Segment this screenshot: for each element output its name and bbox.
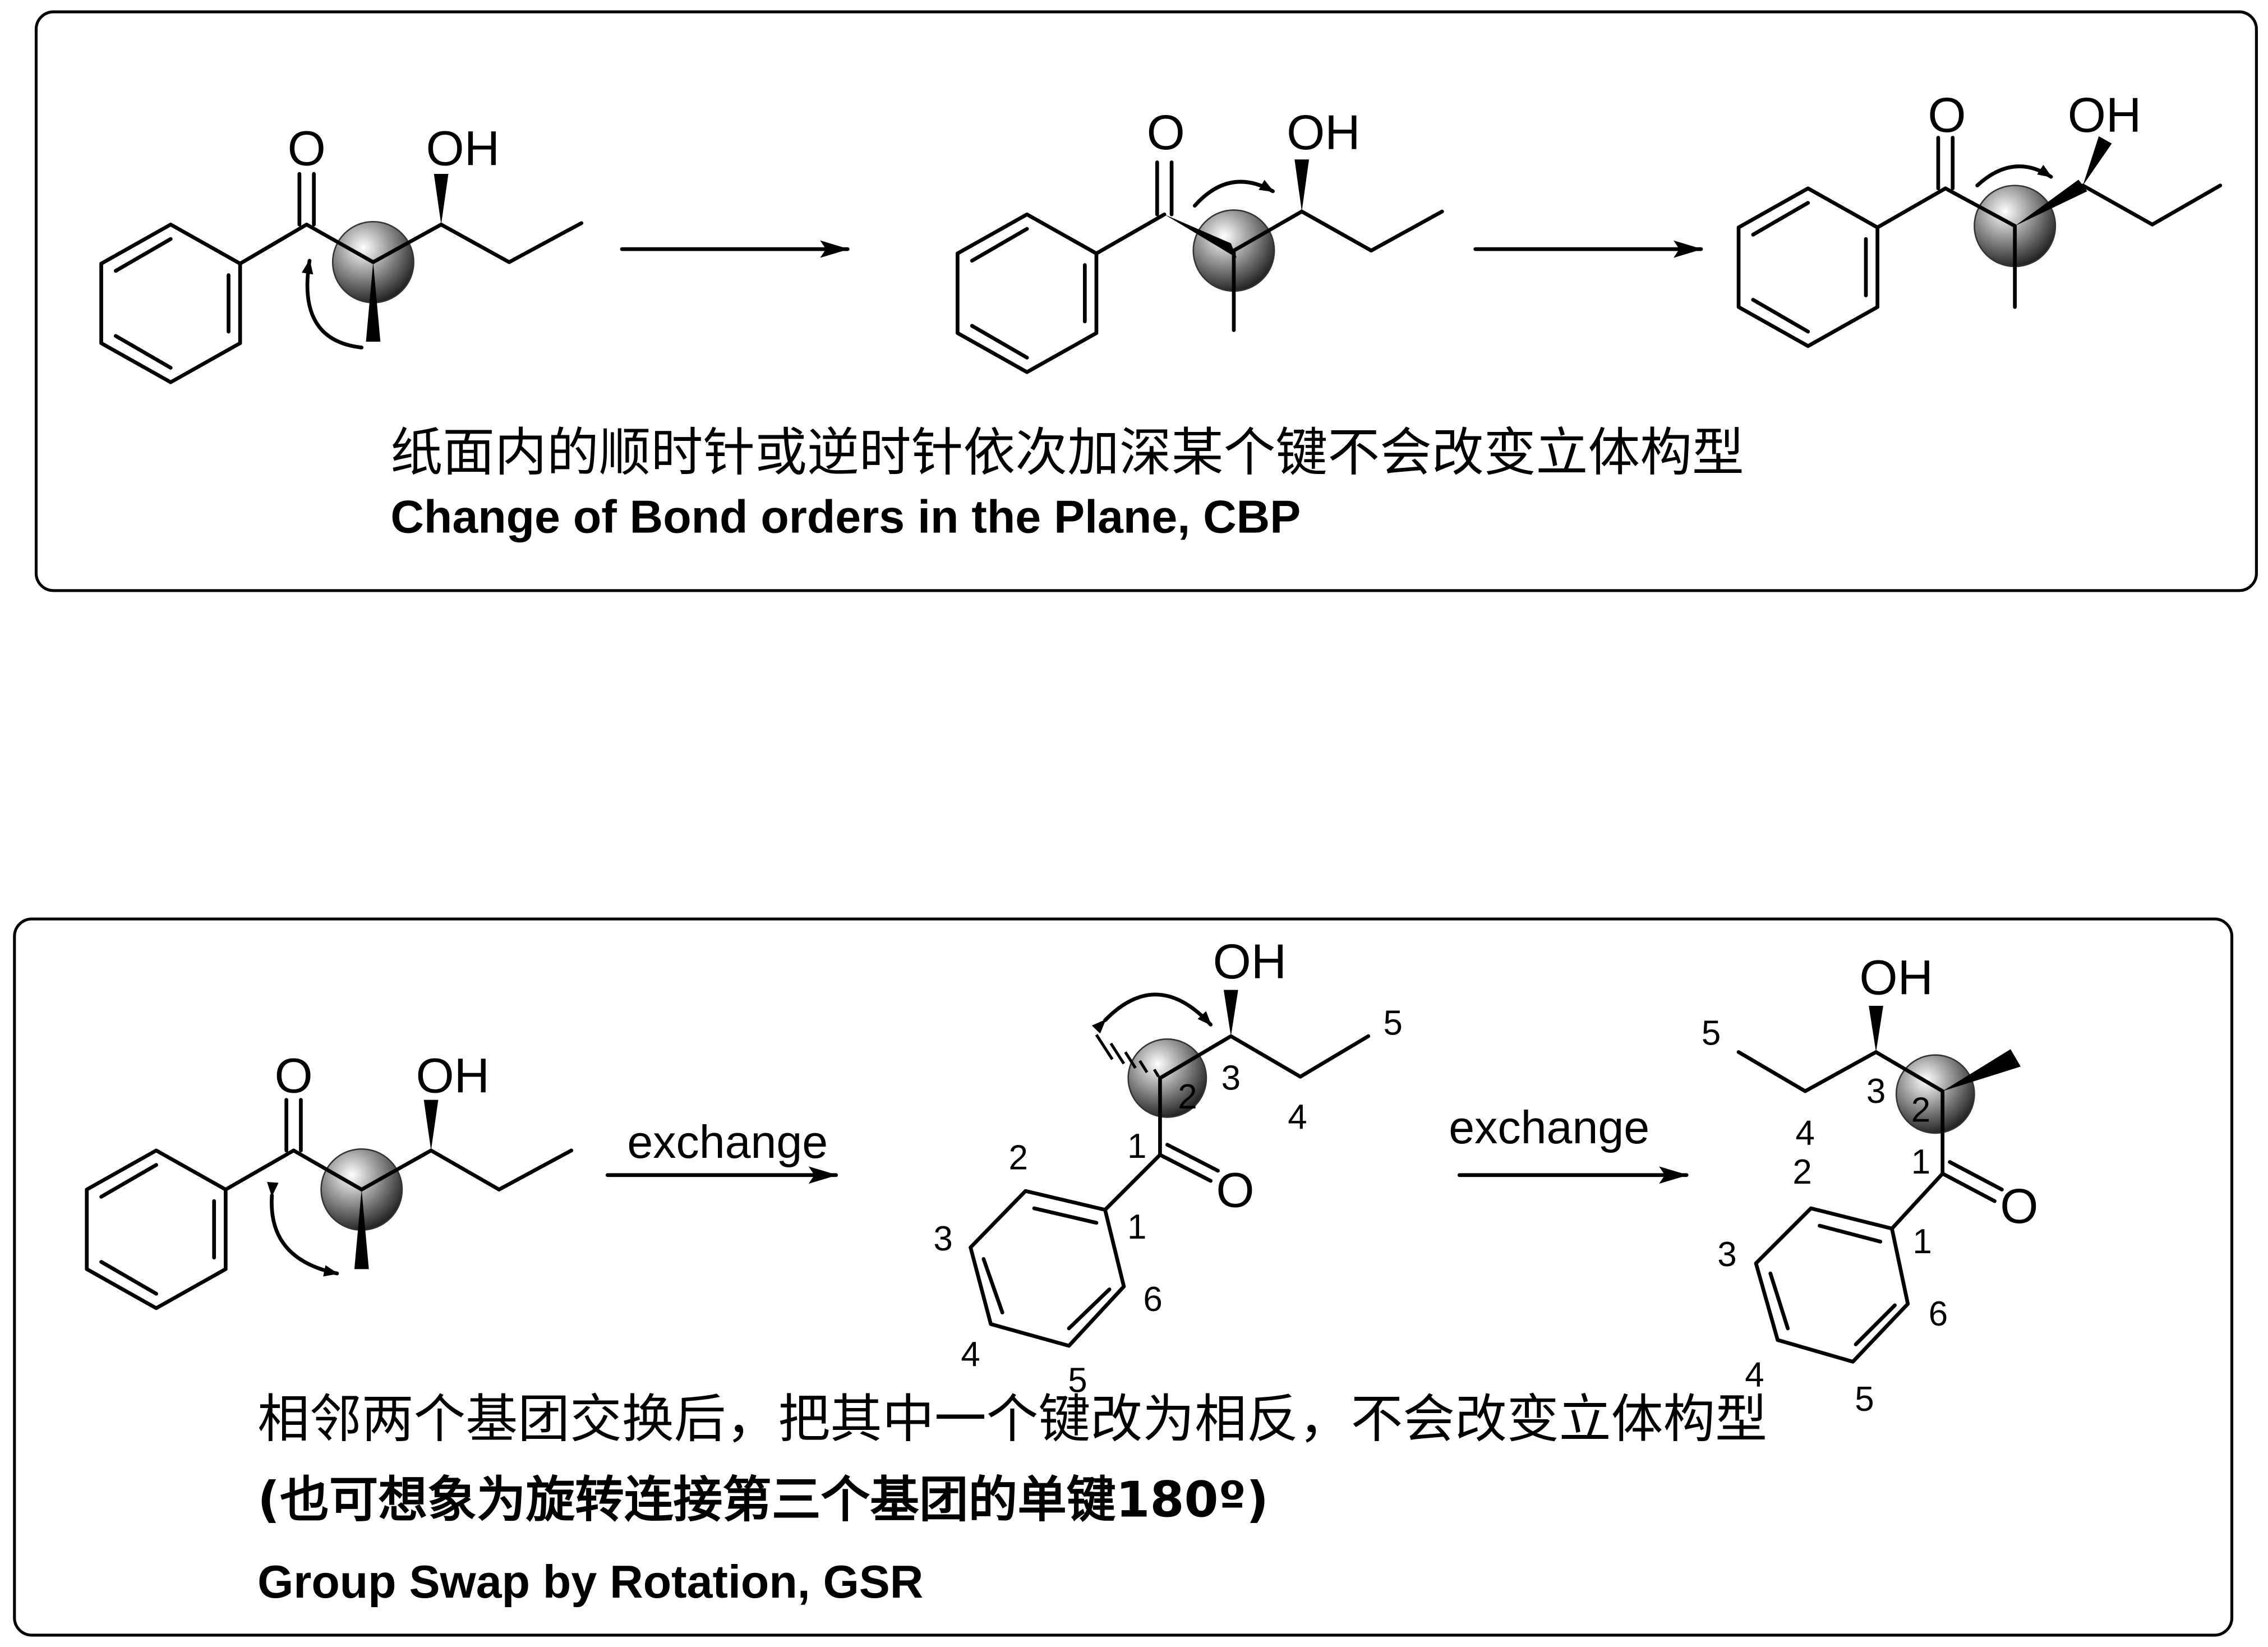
- molecule-b: O OH: [955, 105, 1444, 374]
- atom-number: 6: [1143, 1280, 1162, 1319]
- atom-number: 5: [1068, 1361, 1087, 1400]
- cbp-caption-chinese: 纸面内的顺时针或逆时针依次加深某个键不会改变立体构型: [390, 422, 1744, 483]
- stereocenter-sphere: [1127, 1038, 1207, 1118]
- molecule-f: OH O 5 3 2 1 4 2 3 1 6 4 5: [1702, 950, 2039, 1419]
- oxygen-label: O: [1147, 105, 1185, 160]
- atom-number: 1: [1911, 1143, 1930, 1181]
- stereocenter-sphere: [1895, 1054, 1975, 1134]
- molecule-a: O OH: [99, 121, 584, 384]
- atom-number: 5: [1702, 1014, 1721, 1053]
- molecule-d: O OH: [85, 1048, 574, 1310]
- oxygen-label: O: [288, 121, 326, 176]
- curved-arrow-icon: [302, 259, 364, 349]
- gsr-caption-english: Group Swap by Rotation, GSR: [257, 1556, 923, 1608]
- cbp-caption-english: Change of Bond orders in the Plane, CBP: [390, 491, 1301, 543]
- gsr-caption-chinese-note: (也可想象为旋转连接第三个基团的单键180º): [257, 1471, 1269, 1528]
- atom-number: 2: [1911, 1091, 1930, 1129]
- exchange-label-2: exchange: [1449, 1102, 1649, 1153]
- atom-number: 1: [1127, 1127, 1146, 1166]
- oxygen-label: O: [1216, 1162, 1254, 1217]
- gsr-caption-chinese: 相邻两个基团交换后，把其中一个键改为相反，不会改变立体构型: [257, 1389, 1767, 1450]
- hydroxyl-label: OH: [1859, 950, 1933, 1005]
- double-headed-curved-arrow-icon: [1091, 992, 1213, 1034]
- atom-number: 5: [1855, 1380, 1874, 1419]
- atom-number: 5: [1383, 1004, 1402, 1043]
- curved-arrow-icon: [1192, 180, 1275, 208]
- atom-number: 4: [1288, 1098, 1307, 1137]
- hydroxyl-label: OH: [1213, 934, 1287, 989]
- atom-number: 2: [1792, 1153, 1811, 1191]
- double-headed-curved-arrow-icon: [267, 1181, 339, 1277]
- oxygen-label: O: [274, 1048, 312, 1103]
- oxygen-label: O: [1928, 88, 1966, 142]
- atom-number: 4: [1745, 1355, 1764, 1394]
- atom-number: 6: [1929, 1295, 1948, 1333]
- hydroxyl-label: OH: [426, 121, 500, 176]
- atom-number: 3: [1866, 1072, 1886, 1111]
- atom-number: 3: [933, 1220, 952, 1258]
- atom-number: 4: [961, 1335, 980, 1374]
- atom-number: 4: [1795, 1114, 1814, 1153]
- atom-number: 2: [1178, 1078, 1197, 1116]
- gsr-panel-frame: [13, 917, 2234, 1637]
- hydroxyl-label: OH: [1287, 105, 1361, 160]
- hydroxyl-label: OH: [2068, 88, 2142, 142]
- curved-arrow-icon: [1975, 164, 2053, 187]
- cbp-panel-frame: [34, 10, 2258, 592]
- atom-number: 2: [1008, 1138, 1027, 1177]
- oxygen-label: O: [2000, 1179, 2038, 1234]
- atom-number: 1: [1912, 1222, 1932, 1261]
- atom-number: 1: [1127, 1208, 1146, 1246]
- atom-number: 3: [1717, 1235, 1736, 1274]
- molecule-e: OH O 1 2 3 4 5 1 2 3 4 5 6: [933, 934, 1403, 1400]
- exchange-label-1: exchange: [627, 1116, 828, 1168]
- hydroxyl-label: OH: [416, 1048, 490, 1103]
- atom-number: 3: [1221, 1059, 1241, 1098]
- molecule-c: O OH: [1736, 88, 2223, 348]
